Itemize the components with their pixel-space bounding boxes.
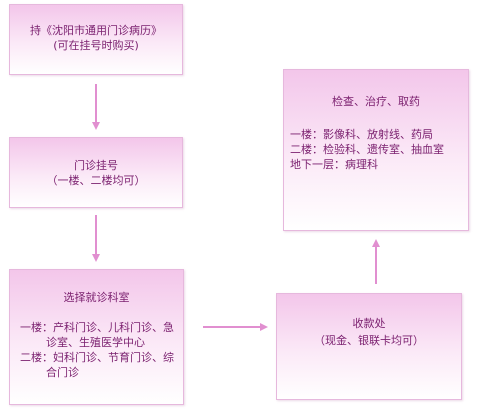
exam-box: 检查、治疗、取药 一楼：影像科、放射线、药局 二楼：检验科、遗传室、抽血室 地下… xyxy=(283,69,469,231)
exam-floor2-line: 二楼：检验科、遗传室、抽血室 xyxy=(290,143,444,156)
register-box-title: 门诊挂号 xyxy=(74,159,118,172)
cashier-box-note: （现金、银联卡均可） xyxy=(314,334,424,347)
register-box: 门诊挂号 （一楼、二楼均可） xyxy=(9,137,183,208)
department-floor1-line-b: 诊室、生殖医学中心 xyxy=(46,336,145,349)
cashier-box-title: 收款处 xyxy=(352,317,386,330)
exam-floor1-line: 一楼：影像科、放射线、药局 xyxy=(290,128,433,141)
register-box-note: （一楼、二楼均可） xyxy=(46,174,146,187)
department-floor2-line-b: 合门诊 xyxy=(46,366,79,379)
start-box: 持《沈阳市通用门诊病历》 (可在挂号时购买) xyxy=(9,4,183,75)
department-floor1-line-a: 一楼：产科门诊、儿科门诊、急 xyxy=(20,321,174,334)
exam-basement-line: 地下一层：病理科 xyxy=(290,158,378,171)
start-box-line1: 持《沈阳市通用门诊病历》 xyxy=(30,24,162,37)
department-box-body: 一楼：产科门诊、儿科门诊、急 诊室、生殖医学中心 二楼：妇科门诊、节育门诊、综 … xyxy=(10,320,183,380)
department-box-title: 选择就诊科室 xyxy=(63,291,130,304)
department-box: 选择就诊科室 一楼：产科门诊、儿科门诊、急 诊室、生殖医学中心 二楼：妇科门诊、… xyxy=(9,269,184,405)
exam-box-body: 一楼：影像科、放射线、药局 二楼：检验科、遗传室、抽血室 地下一层：病理科 xyxy=(284,127,468,172)
exam-box-title: 检查、治疗、取药 xyxy=(332,95,420,108)
start-box-line2: (可在挂号时购买) xyxy=(53,39,139,52)
department-floor2-line-a: 二楼：妇科门诊、节育门诊、综 xyxy=(20,351,174,364)
cashier-box: 收款处 （现金、银联卡均可） xyxy=(276,293,462,400)
